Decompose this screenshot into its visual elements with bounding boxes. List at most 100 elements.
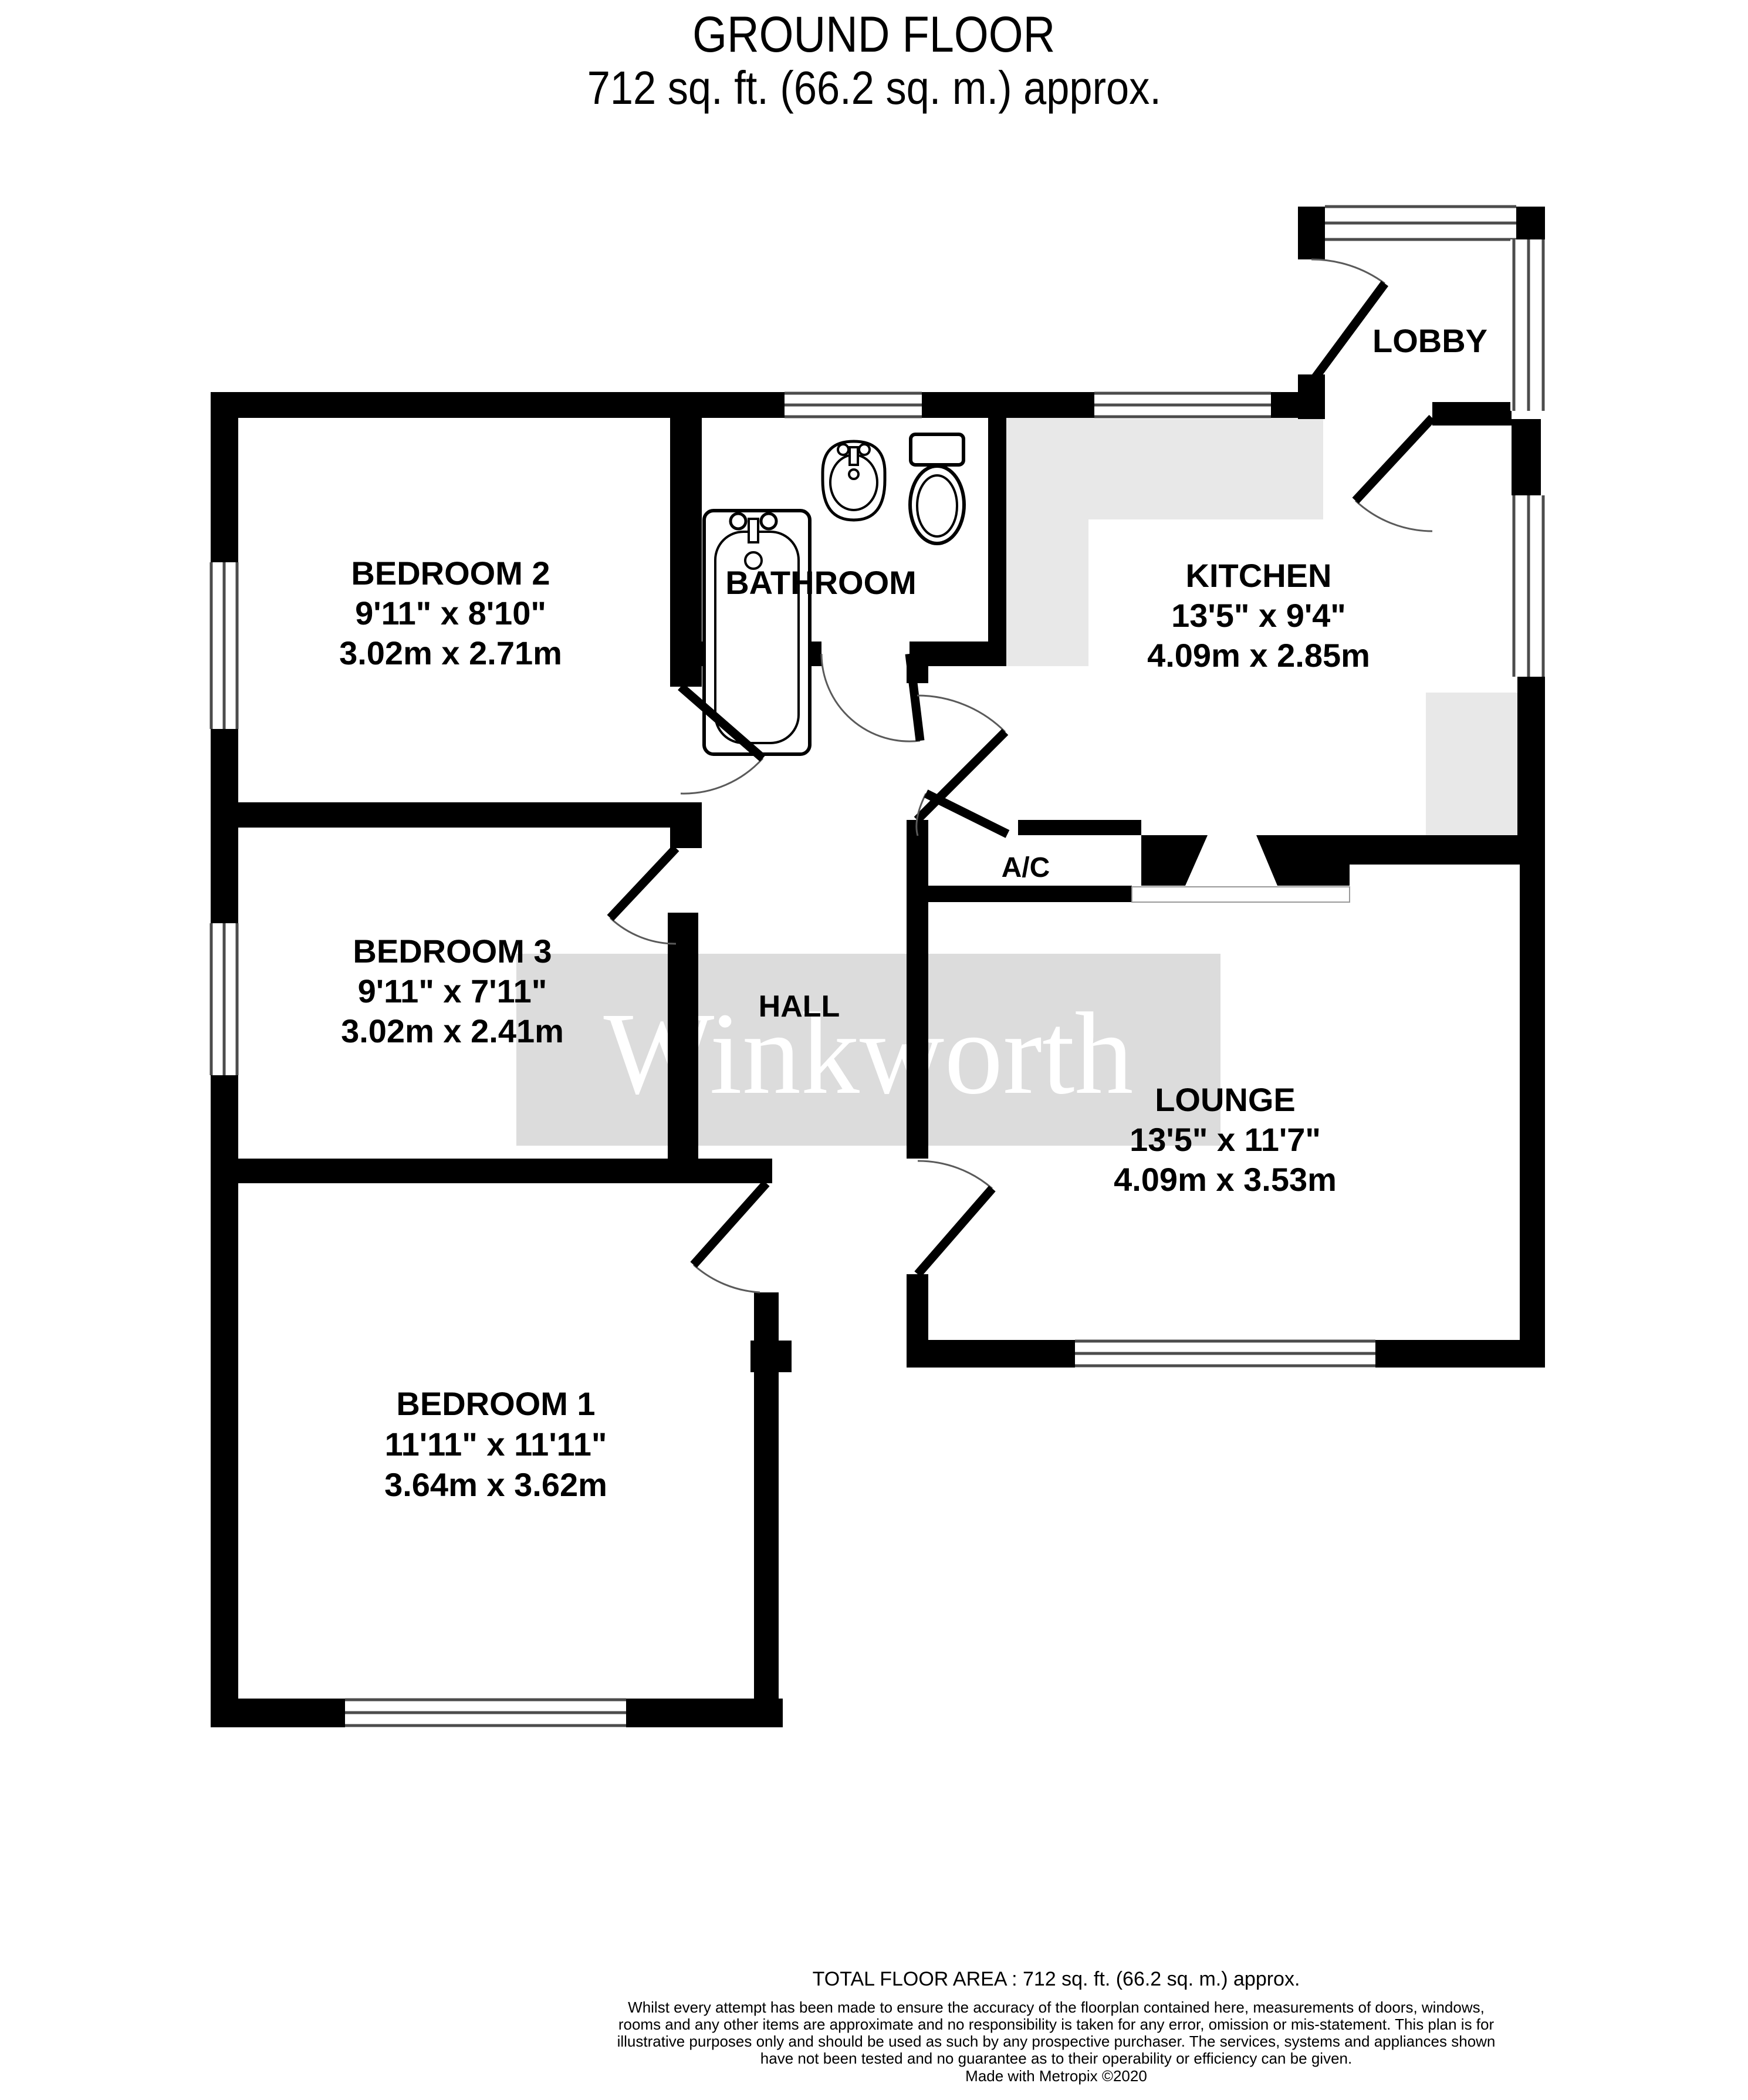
kitchen-right-window [1510, 495, 1547, 677]
bathroom-window [785, 391, 922, 419]
wall-hall-east-lower-stub [907, 1274, 928, 1368]
counter-bottom-right [1426, 693, 1517, 835]
bathroom-door-leaf [905, 653, 925, 741]
front-door-leaf [1307, 281, 1389, 386]
kitchen-top-window [1094, 391, 1271, 419]
bathtub-spout [748, 518, 759, 543]
lounge-dims-imperial: 13'5" x 11'7" [1130, 1121, 1321, 1158]
wall-bedroom2-east [670, 418, 702, 687]
wall-ac-top [1018, 820, 1141, 835]
bathtub-tap-icon [759, 512, 778, 531]
bedroom2-door [678, 683, 766, 795]
wall-ac-bottom [928, 886, 1132, 902]
bathroom-fixtures [702, 433, 966, 756]
watermark: Winkworth [516, 954, 1220, 1146]
kitchen-door-arc [917, 694, 1006, 733]
lounge-door-leaf [914, 1186, 996, 1277]
bedroom3-dims-metric: 3.02m x 2.41m [341, 1012, 564, 1049]
bedroom1-door [690, 1180, 770, 1294]
room-labels: BEDROOM 2 9'11" x 8'10" 3.02m x 2.71m BA… [339, 322, 1487, 1503]
bedroom3-door-leaf [607, 845, 679, 921]
bedroom1-label: BEDROOM 1 [396, 1385, 595, 1422]
wall-bedroom3-east [668, 913, 698, 1159]
wall-hall-east [907, 820, 928, 1159]
front-door-arc [1311, 258, 1385, 285]
bedroom2-window [207, 562, 242, 729]
ac-door-arc [915, 793, 927, 836]
sink-tap-icon [858, 443, 871, 456]
wall-bed3-bed1-divider [211, 1159, 772, 1183]
title-floor: GROUND FLOOR [692, 6, 1056, 63]
bedroom3-door-arc [609, 917, 677, 945]
wall-lobby-left-top-post [1298, 207, 1325, 259]
front-door [1307, 258, 1389, 386]
bedroom1-door-arc [693, 1264, 760, 1294]
lobby-right-window [1510, 239, 1547, 411]
counter-left [1005, 418, 1088, 666]
hearth [1131, 886, 1350, 903]
lounge-door [914, 1160, 996, 1277]
wall-lobby-kitchen-corner-post [1512, 419, 1541, 495]
wall-bathroom-bottom-east [909, 642, 1006, 666]
lounge-label: LOUNGE [1155, 1081, 1296, 1118]
kitchen-dims-imperial: 13'5" x 9'4" [1171, 597, 1346, 634]
bathroom-door-arc [820, 653, 921, 742]
lounge-door-arc [917, 1160, 993, 1190]
fireplace-notch [1185, 835, 1277, 886]
wall-bedroom1-junction [750, 1341, 792, 1372]
toilet-cistern [909, 433, 965, 467]
sink-drain [848, 468, 860, 480]
wall-kitchen-south-east [1350, 835, 1545, 865]
lounge-dims-metric: 4.09m x 3.53m [1114, 1161, 1337, 1198]
bedroom1-door-leaf [690, 1180, 770, 1268]
ac-door-leaf [924, 789, 1010, 838]
metropix-credit: Made with Metropix ©2020 [965, 2067, 1147, 2085]
bedroom1-dims-metric: 3.64m x 3.62m [384, 1466, 607, 1503]
bathtub-drain [744, 551, 763, 570]
disclaimer-text: Whilst every attempt has been made to en… [617, 1998, 1496, 2067]
watermark-band [516, 954, 1220, 1146]
bedroom3-dims-imperial: 9'11" x 7'11" [358, 973, 547, 1010]
toilet-bowl-inner [916, 474, 958, 538]
wall-bathroom-east [988, 418, 1006, 642]
lobby-kitchen-door-arc [1354, 499, 1433, 532]
page-title: GROUND FLOOR 712 sq. ft. (66.2 sq. m.) a… [0, 7, 1748, 114]
bedroom2-door-arc [680, 757, 764, 795]
lobby-top-window [1325, 204, 1516, 242]
lounge-window [1075, 1338, 1375, 1370]
lobby-kitchen-door-leaf [1352, 414, 1436, 504]
bathroom-door [820, 653, 925, 742]
bathtub-tap-icon [729, 512, 748, 531]
doors [607, 258, 1436, 1294]
sink-spout [848, 446, 859, 466]
wall-kitchen-right [1517, 677, 1545, 865]
bathroom-label: BATHROOM [725, 564, 917, 601]
bedroom2-label: BEDROOM 2 [351, 555, 550, 592]
bedroom2-dims-imperial: 9'11" x 8'10" [355, 595, 546, 632]
wall-bedroom3-east-stub [670, 802, 702, 848]
title-area: 712 sq. ft. (66.2 sq. m.) approx. [587, 62, 1161, 114]
bedroom1-dims-imperial: 11'11" x 11'11" [385, 1426, 607, 1463]
bedroom3-window [207, 923, 242, 1075]
ac-door [915, 789, 1010, 838]
kitchen-counters [1005, 418, 1517, 835]
bedroom3-door [607, 845, 679, 945]
wall-lobby-top-right-post [1516, 207, 1545, 239]
kitchen-door [914, 694, 1009, 823]
bedroom3-label: BEDROOM 3 [353, 933, 552, 970]
kitchen-door-leaf [914, 728, 1009, 823]
lobby-label: LOBBY [1372, 322, 1487, 359]
bedroom2-dims-metric: 3.02m x 2.71m [339, 634, 562, 671]
wall-bed2-bed3-divider [238, 802, 702, 828]
bedroom2-door-leaf [678, 683, 766, 762]
wall-lounge-right [1520, 863, 1545, 1368]
sink-tap-icon [837, 443, 850, 456]
hall-label: HALL [759, 990, 840, 1024]
windows [207, 204, 1547, 1730]
kitchen-label: KITCHEN [1186, 557, 1332, 594]
footer: TOTAL FLOOR AREA : 712 sq. ft. (66.2 sq.… [599, 1967, 1514, 2085]
bedroom1-window [345, 1696, 626, 1730]
kitchen-dims-metric: 4.09m x 2.85m [1147, 637, 1370, 674]
wall-lobby-bottom [1432, 402, 1512, 426]
